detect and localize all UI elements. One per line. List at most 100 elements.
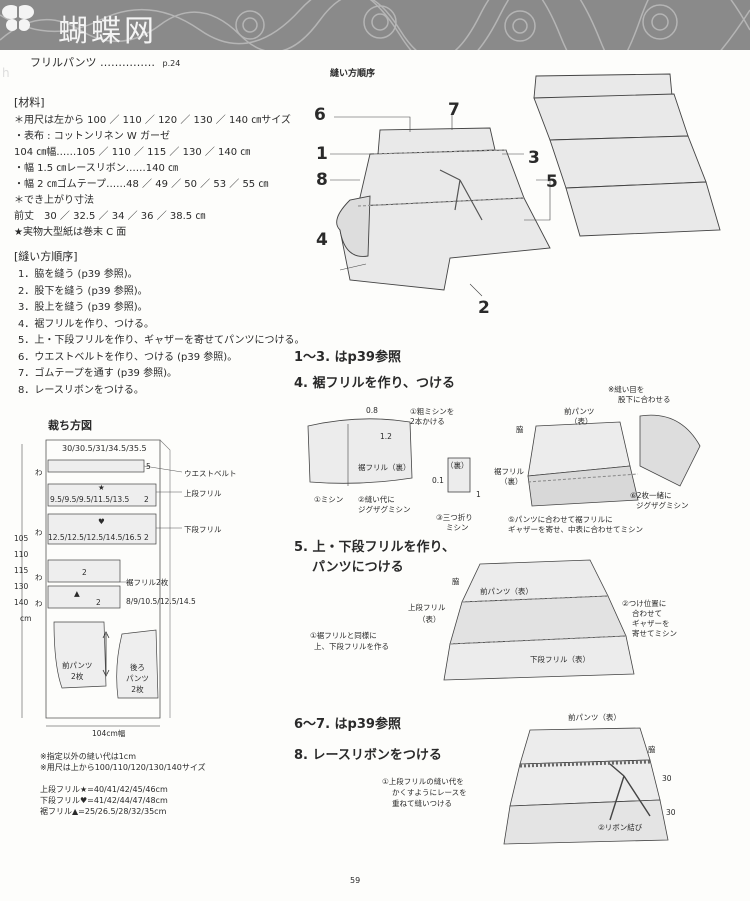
side-length: 110 (14, 550, 29, 559)
star-mark: ★ (98, 483, 105, 492)
lower-frill-label: 下段フリル (184, 525, 222, 534)
step8-side: 脇 (648, 745, 656, 754)
step-line: 6．ウエストベルトを作り、つける (p39 参照)。 (18, 351, 238, 363)
step-line: 1．脇を縫う (p39 参照)。 (18, 269, 138, 280)
step8-30b: 30 (666, 808, 676, 817)
page-number: 59 (350, 876, 361, 885)
step4-five: ⑤パンツに合わせて裾フリルに (508, 515, 613, 524)
fold-mark-2: わ (35, 528, 43, 537)
hem-frill-piece-1 (47, 559, 121, 583)
step-5-title-b: パンツにつける (312, 560, 404, 575)
material-line: ＊用尺は左から 100 ／ 110 ／ 120 ／ 130 ／ 140 ㎝サイズ (14, 115, 291, 126)
material-line: 前丈 30 ／ 32.5 ／ 34 ／ 36 ／ 38.5 ㎝ (14, 211, 206, 222)
fold-mark-4: わ (35, 599, 43, 608)
waistband-piece (47, 459, 145, 473)
note-line: 裾フリル▲=25/26.5/28/32/35cm (40, 807, 167, 816)
cutting-diagram (21, 439, 183, 727)
step-line: 7．ゴムテープを通す (p39 参照)。 (18, 368, 177, 379)
top-banner: 蝴蝶网 (0, 0, 750, 50)
front-pants-piece (53, 621, 107, 689)
coarse-2: 2本かける (410, 417, 445, 426)
step-line: 3．股上を縫う (p39 参照)。 (18, 302, 148, 313)
step5-upper: 上段フリル (408, 603, 446, 612)
upper-frill-piece (47, 483, 157, 507)
fold-mark-3: わ (35, 573, 43, 582)
step5-two: ②つけ位置に (622, 599, 667, 608)
step4-01: 0.1 (432, 476, 444, 485)
upper-frill-w: 2 (144, 495, 149, 504)
note-line: ※用尺は上から100/110/120/130/140サイズ (40, 763, 206, 772)
step8-diagram (503, 727, 669, 845)
step5-two-d: 寄せてミシン (632, 629, 677, 638)
step4-front-omote: （表） (570, 417, 593, 426)
dim-08: 0.8 (366, 406, 378, 415)
page-ref: p.24 (162, 59, 181, 68)
cutting-title: 裁ち方図 (48, 419, 92, 432)
step4-diagrams (307, 414, 701, 507)
callout-5: 5 (546, 172, 558, 192)
overview-illustrations (330, 73, 721, 297)
material-line: ・幅 1.5 ㎝レースリボン……140 ㎝ (14, 163, 179, 174)
material-line: ・表布 : コットンリネン W ガーゼ (14, 131, 170, 142)
steps-heading: [縫い方順序] (14, 250, 78, 263)
lower-frill-dims: 12.5/12.5/12.5/14.5/16.5 (48, 533, 142, 542)
step8-one-c: 重ねて縫いつける (392, 799, 452, 808)
dim-12: 1.2 (380, 432, 392, 441)
step-5-title: 5. 上・下段フリルを作り、 (294, 540, 455, 555)
back-count: 2枚 (131, 685, 144, 694)
title-text: フリルパンツ …………… (30, 56, 156, 69)
callout-4: 4 (316, 230, 328, 250)
step4-zigzag-b: ジグザグミシン (358, 505, 411, 514)
step4-five-b: ギャザーを寄せ、中表に合わせてミシン (508, 525, 643, 534)
butterfly-icon (2, 5, 34, 32)
side-length: 105 (14, 534, 29, 543)
note-line (40, 774, 206, 785)
cut-top-sizes: 30/30.5/31/34.5/35.5 (62, 444, 147, 453)
front-view-pants (336, 127, 551, 291)
step4-1: 1 (476, 490, 481, 499)
step4-hem-frill: 裾フリル (494, 467, 524, 476)
site-logo: 蝴蝶网 (58, 14, 157, 49)
step4-back: （裏） (446, 461, 469, 470)
hem-frill-loop (307, 418, 413, 484)
step5-front: 前パンツ（表） (480, 587, 533, 596)
notes: ※指定以外の縫い代は1cm※用尺は上から100/110/120/130/140サ… (40, 752, 206, 818)
step4-hem-ura: （裏） (500, 477, 523, 486)
front-pants-text: 前パンツ (62, 661, 93, 670)
step5-diagram (443, 559, 635, 681)
side-length: 130 (14, 582, 29, 591)
step8-one-b: かくすようにレースを (392, 788, 467, 797)
callout-8: 8 (316, 170, 328, 190)
materials-heading: [材料] (14, 96, 45, 109)
upper-frill-dims: 9.5/9.5/9.5/11.5/13.5 (50, 495, 130, 504)
back-view-pants (533, 73, 721, 237)
step5-side: 脇 (452, 577, 460, 586)
step-line: 5．上・下段フリルを作り、ギャザーを寄せてパンツにつける。 (18, 335, 305, 346)
callout-2: 2 (478, 298, 490, 318)
hem-frill-piece-2 (47, 585, 121, 609)
side-mark: h (2, 66, 10, 80)
step-line: 4．裾フリルを作り、つける。 (18, 318, 154, 330)
pants-leg-detail (639, 414, 701, 487)
step8-two: ②リボン結び (598, 823, 643, 832)
side-length: 115 (14, 566, 29, 575)
coarse-1: ①粗ミシンを (410, 407, 455, 416)
step5-two-c: ギャザーを (632, 619, 670, 628)
steps-list: 1．脇を縫う (p39 参照)。2．股下を縫う (p39 参照)。3．股上を縫う… (18, 268, 304, 400)
callout-3: 3 (528, 148, 540, 168)
note-line: 下段フリル♥=41/42/44/47/48cm (40, 796, 168, 805)
waistband-dim: 5 (146, 462, 151, 471)
callout-1: 1 (316, 144, 328, 164)
heart-mark: ♥ (98, 517, 105, 526)
ribbon (439, 169, 483, 221)
lower-frill-w: 2 (144, 533, 149, 542)
fabric-width-label: 104cm幅 (92, 729, 126, 738)
front-pants-count: 2枚 (71, 672, 84, 681)
step4-machine: ①ミシン (314, 495, 344, 504)
materials-list: ＊用尺は左から 100 ／ 110 ／ 120 ／ 130 ／ 140 ㎝サイズ… (14, 114, 291, 242)
step-4-title: 4. 裾フリルを作り、つける (294, 376, 455, 391)
step8-front: 前パンツ（表） (568, 713, 621, 722)
step5-one-b: 上、下段フリルを作る (314, 642, 389, 651)
step4-six: ⑥2枚一緒に (630, 491, 672, 500)
material-line: ・幅 2 ㎝ゴムテープ……48 ／ 49 ／ 50 ／ 53 ／ 55 ㎝ (14, 179, 269, 190)
